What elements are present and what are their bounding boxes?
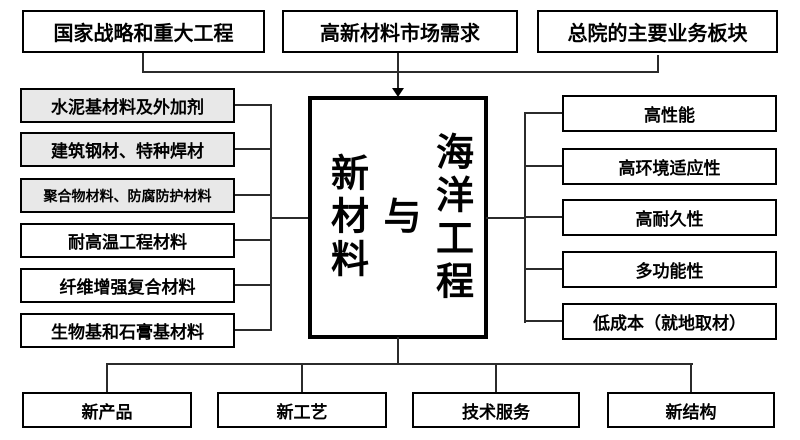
top-box-national-strategy: 国家战略和重大工程 (22, 10, 265, 53)
right-box-environmental-adaptability: 高环境适应性 (562, 148, 777, 185)
connector-line (235, 104, 272, 106)
connector-line (235, 148, 272, 150)
right-box-high-durability: 高耐久性 (562, 199, 777, 236)
connector-line (270, 217, 310, 219)
bottom-box-new-products: 新产品 (22, 392, 192, 428)
right-box-high-performance: 高性能 (562, 95, 777, 132)
connector-line (524, 320, 564, 322)
connector-line (142, 71, 659, 73)
connector-line (657, 55, 659, 72)
connector-line (235, 329, 272, 331)
bottom-box-new-structures: 新结构 (607, 392, 775, 428)
connector-line (486, 217, 526, 219)
connector-line (397, 53, 399, 90)
center-text-marine-engineering: 海洋工程 (429, 131, 472, 304)
top-box-market-demand: 高新材料市场需求 (282, 10, 518, 53)
connector-line (495, 363, 497, 393)
left-box-polymer-anticorrosion-materials: 聚合物材料、防腐防护材料 (20, 178, 235, 213)
connector-line (106, 363, 108, 393)
connector-line (524, 268, 564, 270)
bottom-box-new-processes: 新工艺 (217, 392, 387, 428)
connector-line (690, 363, 692, 393)
center-text-conjunction: 与 (377, 196, 419, 239)
connector-line (301, 363, 303, 393)
connector-line (106, 363, 693, 365)
connector-line (235, 284, 272, 286)
connector-line (524, 165, 564, 167)
left-box-fiber-composite-materials: 纤维增强复合材料 (20, 268, 235, 303)
right-box-low-cost: 低成本（就地取材） (562, 303, 777, 340)
arrow-down-icon (392, 88, 404, 97)
right-box-multifunctionality: 多功能性 (562, 251, 777, 288)
left-box-bio-gypsum-materials: 生物基和石膏基材料 (20, 313, 235, 348)
connector-line (524, 112, 564, 114)
left-box-high-temp-materials: 耐高温工程材料 (20, 223, 235, 258)
connector-line (235, 194, 272, 196)
top-box-business-sectors: 总院的主要业务板块 (537, 10, 778, 53)
connector-line (235, 239, 272, 241)
left-box-steel-welding-materials: 建筑钢材、特种焊材 (20, 132, 235, 167)
bottom-box-technical-services: 技术服务 (412, 392, 580, 428)
left-box-cement-materials: 水泥基材料及外加剂 (20, 88, 235, 123)
connector-line (524, 216, 564, 218)
connector-line (142, 53, 144, 72)
connector-line (397, 337, 399, 365)
center-box-marine-engineering-new-materials: 新材料 与 海洋工程 (308, 96, 488, 339)
center-text-new-materials: 新材料 (324, 153, 367, 282)
